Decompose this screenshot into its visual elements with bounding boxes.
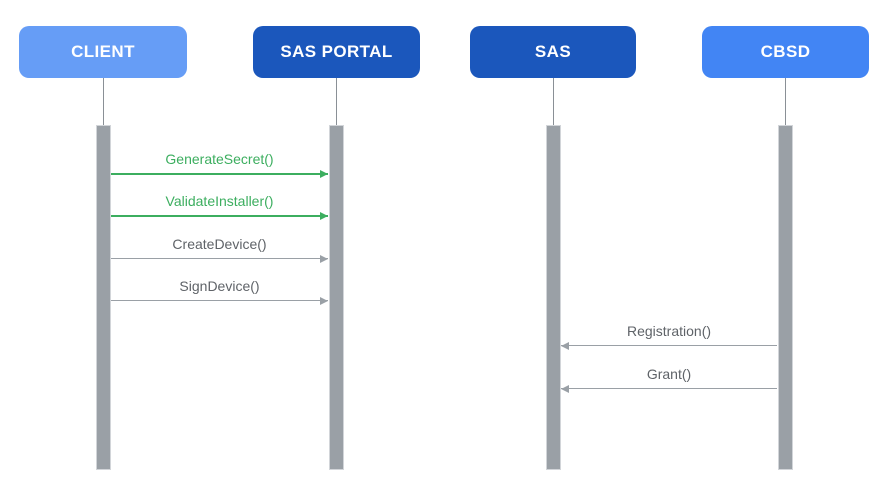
message-label-createdevice: CreateDevice(): [172, 236, 267, 252]
message-label-registration: Registration(): [626, 323, 712, 339]
activation-bar-sas-portal: [328, 125, 344, 470]
message-line-signdevice: [111, 300, 328, 301]
message-line-createdevice: [111, 258, 328, 259]
message-line-generatesecret: [111, 173, 328, 175]
lifeline-sas: [552, 78, 554, 125]
message-arrowhead-validateinstaller: [320, 212, 328, 221]
message-arrowhead-registration: [561, 342, 569, 350]
lifeline-sas-portal: [335, 78, 337, 125]
message-label-signdevice: SignDevice(): [179, 278, 260, 294]
actor-box-cbsd: CBSD: [702, 26, 869, 78]
actor-box-sas-portal: SAS PORTAL: [253, 26, 420, 78]
activation-bar-cbsd: [777, 125, 793, 470]
message-label-generatesecret: GenerateSecret(): [165, 151, 274, 167]
message-arrowhead-createdevice: [320, 255, 328, 263]
actor-box-sas: SAS: [470, 26, 636, 78]
message-line-grant: [561, 388, 777, 389]
message-arrowhead-signdevice: [320, 297, 328, 305]
message-line-registration: [561, 345, 777, 346]
actor-box-client: CLIENT: [19, 26, 187, 78]
message-arrowhead-grant: [561, 385, 569, 393]
activation-bar-sas: [545, 125, 561, 470]
message-label-grant: Grant(): [646, 366, 692, 382]
message-arrowhead-generatesecret: [320, 170, 328, 179]
message-label-validateinstaller: ValidateInstaller(): [165, 193, 274, 209]
lifeline-client: [102, 78, 104, 125]
lifeline-cbsd: [784, 78, 786, 125]
activation-bar-client: [95, 125, 111, 470]
message-line-validateinstaller: [111, 215, 328, 217]
